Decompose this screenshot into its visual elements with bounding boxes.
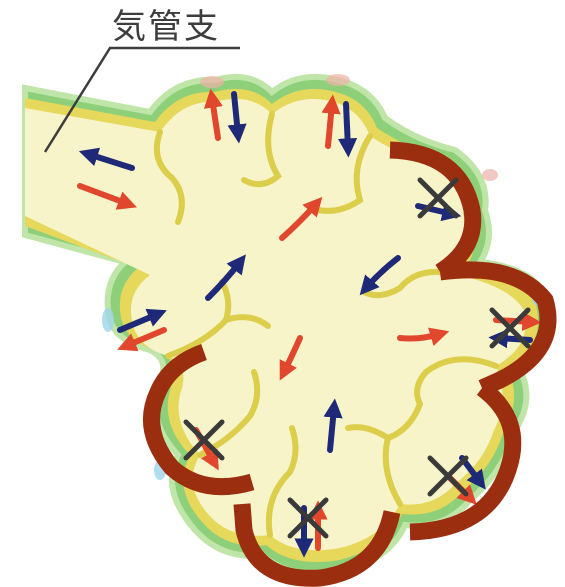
capillary-6: [482, 169, 498, 181]
capillary-2: [326, 74, 350, 86]
arrow-blue-top1: [234, 94, 238, 134]
capillary-3: [102, 308, 114, 332]
bronchus-label: 気管支: [112, 7, 220, 47]
arrow-blue-top2: [346, 104, 348, 148]
arrow-blue-interior3: [330, 408, 334, 450]
capillary-1: [200, 76, 224, 88]
arrow-red-top2: [328, 104, 332, 146]
